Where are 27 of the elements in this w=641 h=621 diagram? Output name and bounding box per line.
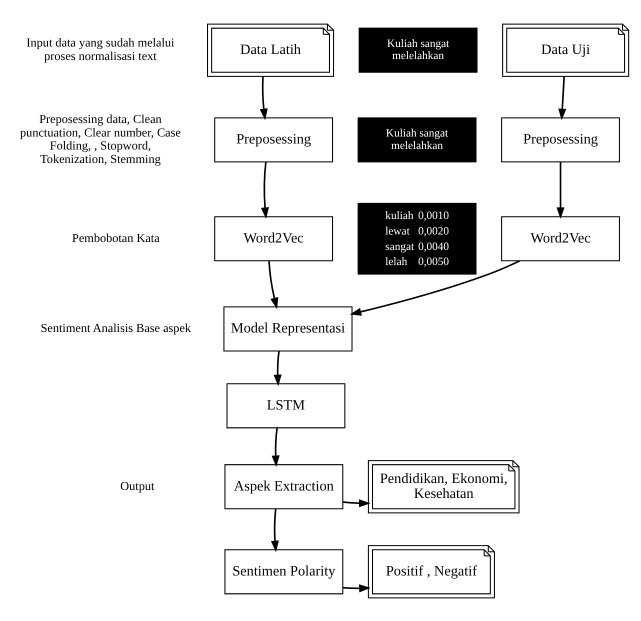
label: Pembobotan Kata (72, 230, 160, 244)
label: Output (120, 478, 154, 492)
arrow (260, 76, 268, 120)
node-box: Kuliah sangat melelahkan (358, 27, 478, 72)
arrow (342, 498, 371, 507)
node-box: Preposessing (214, 116, 334, 162)
node-box: kuliah 0,0010 lewat 0,0020 sangat 0,0040 lelah 0,0050 (358, 202, 476, 274)
arrow (272, 427, 280, 466)
node-box: LSTM (226, 382, 346, 428)
node-box: Preposessing (501, 116, 620, 162)
arrow (260, 161, 269, 218)
label: Preposessing data, Clean punctuation, Clear number, Case Folding, , Stopword, Tokenization, Stemming (20, 112, 181, 166)
node-box: Kuliah sangat melelahkan (358, 116, 476, 162)
arrow (558, 76, 566, 120)
node-box: Word2Vec (214, 216, 334, 261)
label: Input data yang sudah melalui proses normalisasi text (26, 35, 174, 63)
node-box: Sentimen Polarity (224, 548, 344, 594)
arrow (274, 350, 282, 386)
node-box: Word2Vec (501, 216, 620, 261)
label: Sentiment Analisis Base aspek (40, 320, 192, 335)
arrow (556, 161, 565, 218)
node-box: Model Representasi (223, 306, 353, 351)
arrow (270, 508, 279, 552)
arrow (350, 260, 520, 316)
arrow (268, 260, 278, 309)
node-box: Aspek Extraction (224, 464, 344, 509)
arrow (342, 584, 371, 592)
